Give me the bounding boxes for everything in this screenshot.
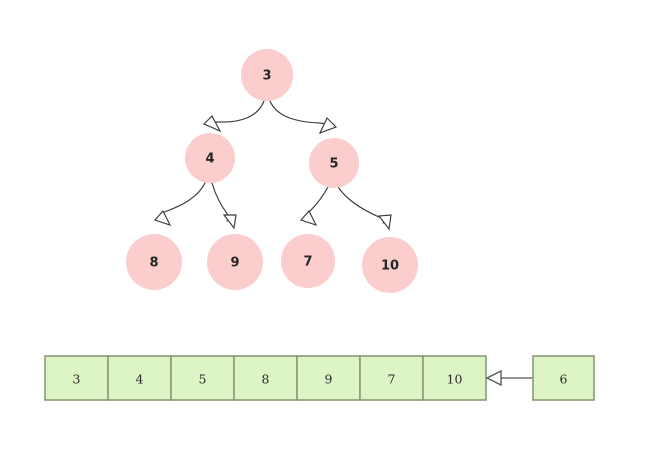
insert-pointer-arrowhead (485, 369, 502, 387)
array-cell-label: 3 (73, 372, 81, 387)
tree-node-circle (241, 49, 293, 101)
tree-nodes-group: 3 4 5 8 9 7 10 (126, 49, 418, 293)
arrowhead-3-5 (318, 117, 338, 135)
array-cell-5[interactable]: 7 (359, 355, 424, 401)
tree-node-circle (126, 234, 182, 290)
array-cell-label: 9 (325, 372, 333, 387)
array-cell-6[interactable]: 10 (422, 355, 487, 401)
tree-edge-5-10 (337, 186, 386, 224)
array-group: 3 4 5 8 9 7 10 (44, 355, 487, 401)
tree-node-label: 8 (149, 256, 158, 271)
array-cell-3[interactable]: 8 (233, 355, 298, 401)
tree-node-4[interactable]: 4 (185, 133, 235, 183)
tree-node-label: 7 (303, 255, 312, 270)
tree-node-10[interactable]: 10 (362, 237, 418, 293)
array-cell-rect (359, 355, 424, 401)
array-cell-label: 8 (262, 372, 270, 387)
array-cell-1[interactable]: 4 (107, 355, 172, 401)
tree-node-circle (281, 234, 335, 288)
arrowhead-4-8 (153, 209, 172, 226)
pending-value-rect (532, 355, 595, 401)
tree-node-9[interactable]: 9 (207, 234, 263, 290)
tree-edge-3-5 (269, 100, 331, 129)
array-cell-label: 5 (199, 372, 207, 387)
tree-node-7[interactable]: 7 (281, 234, 335, 288)
arrowhead-3-4 (202, 115, 222, 133)
tree-node-label: 5 (329, 157, 338, 172)
tree-node-circle (362, 237, 418, 293)
array-cell-0[interactable]: 3 (44, 355, 109, 401)
tree-edges-group (153, 100, 392, 231)
pending-value-label: 6 (560, 372, 568, 387)
tree-edge-3-4 (207, 100, 265, 127)
tree-node-label: 10 (381, 259, 399, 274)
array-cell-2[interactable]: 5 (170, 355, 235, 401)
array-cell-label: 10 (447, 372, 463, 387)
array-cell-rect (233, 355, 298, 401)
tree-node-root[interactable]: 3 (241, 49, 293, 101)
arrowhead-5-10 (377, 214, 392, 231)
arrowhead-4-9 (222, 214, 237, 230)
tree-node-label: 9 (230, 256, 239, 271)
array-cell-label: 7 (388, 372, 396, 387)
array-cell-rect (107, 355, 172, 401)
tree-node-circle (207, 234, 263, 290)
tree-node-circle (185, 133, 235, 183)
insert-pointer-group (485, 369, 533, 387)
array-cell-4[interactable]: 9 (296, 355, 361, 401)
array-cell-rect (296, 355, 361, 401)
tree-node-5[interactable]: 5 (309, 138, 359, 188)
tree-node-label: 4 (205, 152, 214, 167)
array-cell-rect (170, 355, 235, 401)
tree-node-8[interactable]: 8 (126, 234, 182, 290)
tree-node-label: 3 (262, 69, 271, 84)
pending-value-box[interactable]: 6 (532, 355, 595, 401)
tree-node-circle (309, 138, 359, 188)
tree-edge-4-8 (160, 182, 206, 218)
array-cell-rect (422, 355, 487, 401)
arrowhead-5-7 (299, 209, 318, 226)
array-cell-label: 4 (136, 372, 144, 387)
